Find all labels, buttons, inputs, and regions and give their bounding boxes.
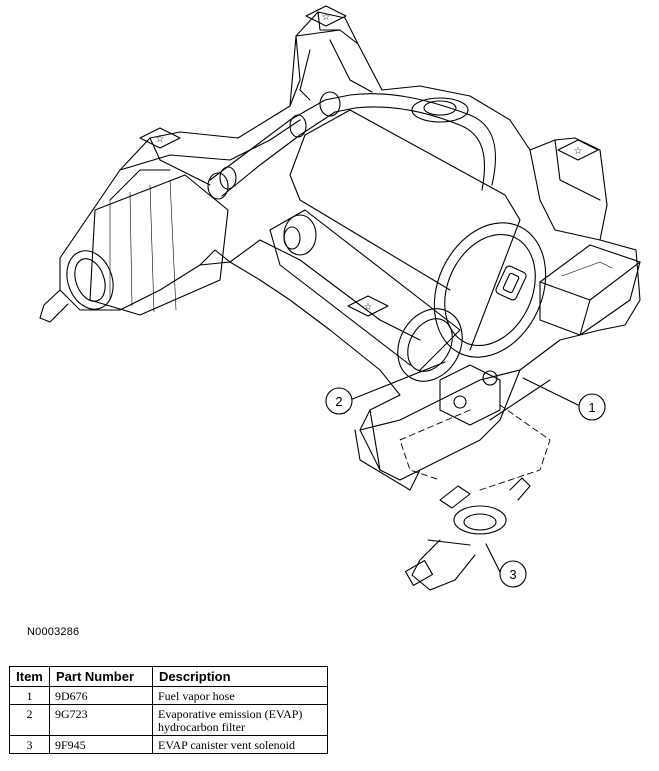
mounting-bracket bbox=[59, 11, 641, 491]
figure-id: N0003286 bbox=[27, 626, 80, 638]
cell-description-line: Evaporative emission (EVAP) bbox=[158, 707, 303, 721]
cell-item: 2 bbox=[9, 704, 50, 736]
callout-1-leader bbox=[522, 377, 579, 406]
cell-description: EVAP canister vent solenoid bbox=[152, 735, 328, 754]
evap-canister-vent-solenoid bbox=[404, 477, 531, 591]
cell-description-line: hydrocarbon filter bbox=[158, 720, 245, 734]
svg-text:☆: ☆ bbox=[156, 134, 165, 145]
header-description: Description bbox=[152, 666, 328, 687]
header-item: Item bbox=[9, 666, 50, 687]
table-row: 1 9D676 Fuel vapor hose bbox=[9, 686, 328, 705]
callout-1: 1 bbox=[578, 393, 606, 421]
callout-1-label: 1 bbox=[588, 400, 595, 415]
exploded-view-line bbox=[399, 404, 551, 491]
callout-2: 2 bbox=[325, 387, 353, 415]
mounting-pad-right: ☆ bbox=[557, 139, 599, 161]
cell-description: Fuel vapor hose bbox=[152, 686, 328, 705]
right-box-component bbox=[539, 244, 641, 336]
cell-part-number: 9D676 bbox=[49, 686, 153, 705]
parts-table: Item Part Number Description 1 9D676 Fue… bbox=[9, 666, 328, 754]
mounting-pad-center: ☆ bbox=[347, 295, 389, 317]
table-row: 2 9G723 Evaporative emission (EVAP) hydr… bbox=[9, 704, 328, 736]
table-header-row: Item Part Number Description bbox=[9, 666, 328, 687]
mounting-pad-top: ☆ bbox=[305, 5, 347, 27]
svg-text:☆: ☆ bbox=[364, 302, 373, 313]
callout-3: 3 bbox=[499, 560, 527, 588]
evap-hydrocarbon-filter bbox=[269, 209, 463, 382]
table-row: 3 9F945 EVAP canister vent solenoid bbox=[9, 735, 328, 754]
callout-2-leader bbox=[349, 361, 446, 401]
cell-item: 3 bbox=[9, 735, 50, 754]
svg-text:☆: ☆ bbox=[574, 146, 583, 157]
main-canister bbox=[289, 97, 547, 358]
exploded-assembly-diagram: ☆ ☆ ☆ ☆ bbox=[39, 5, 641, 591]
evap-canister-left bbox=[39, 174, 229, 323]
connector-cluster bbox=[439, 364, 501, 426]
callout-3-label: 3 bbox=[509, 567, 516, 582]
callout-2-label: 2 bbox=[335, 394, 342, 409]
cell-part-number: 9G723 bbox=[49, 704, 153, 736]
svg-text:☆: ☆ bbox=[322, 12, 331, 23]
cell-part-number: 9F945 bbox=[49, 735, 153, 754]
callout-3-leader bbox=[485, 543, 501, 573]
cell-item: 1 bbox=[9, 686, 50, 705]
fuel-vapor-hose bbox=[207, 91, 497, 200]
cell-description: Evaporative emission (EVAP) hydrocarbon … bbox=[152, 704, 328, 736]
mounting-pad-left: ☆ bbox=[139, 127, 181, 149]
header-part-number: Part Number bbox=[49, 666, 153, 687]
